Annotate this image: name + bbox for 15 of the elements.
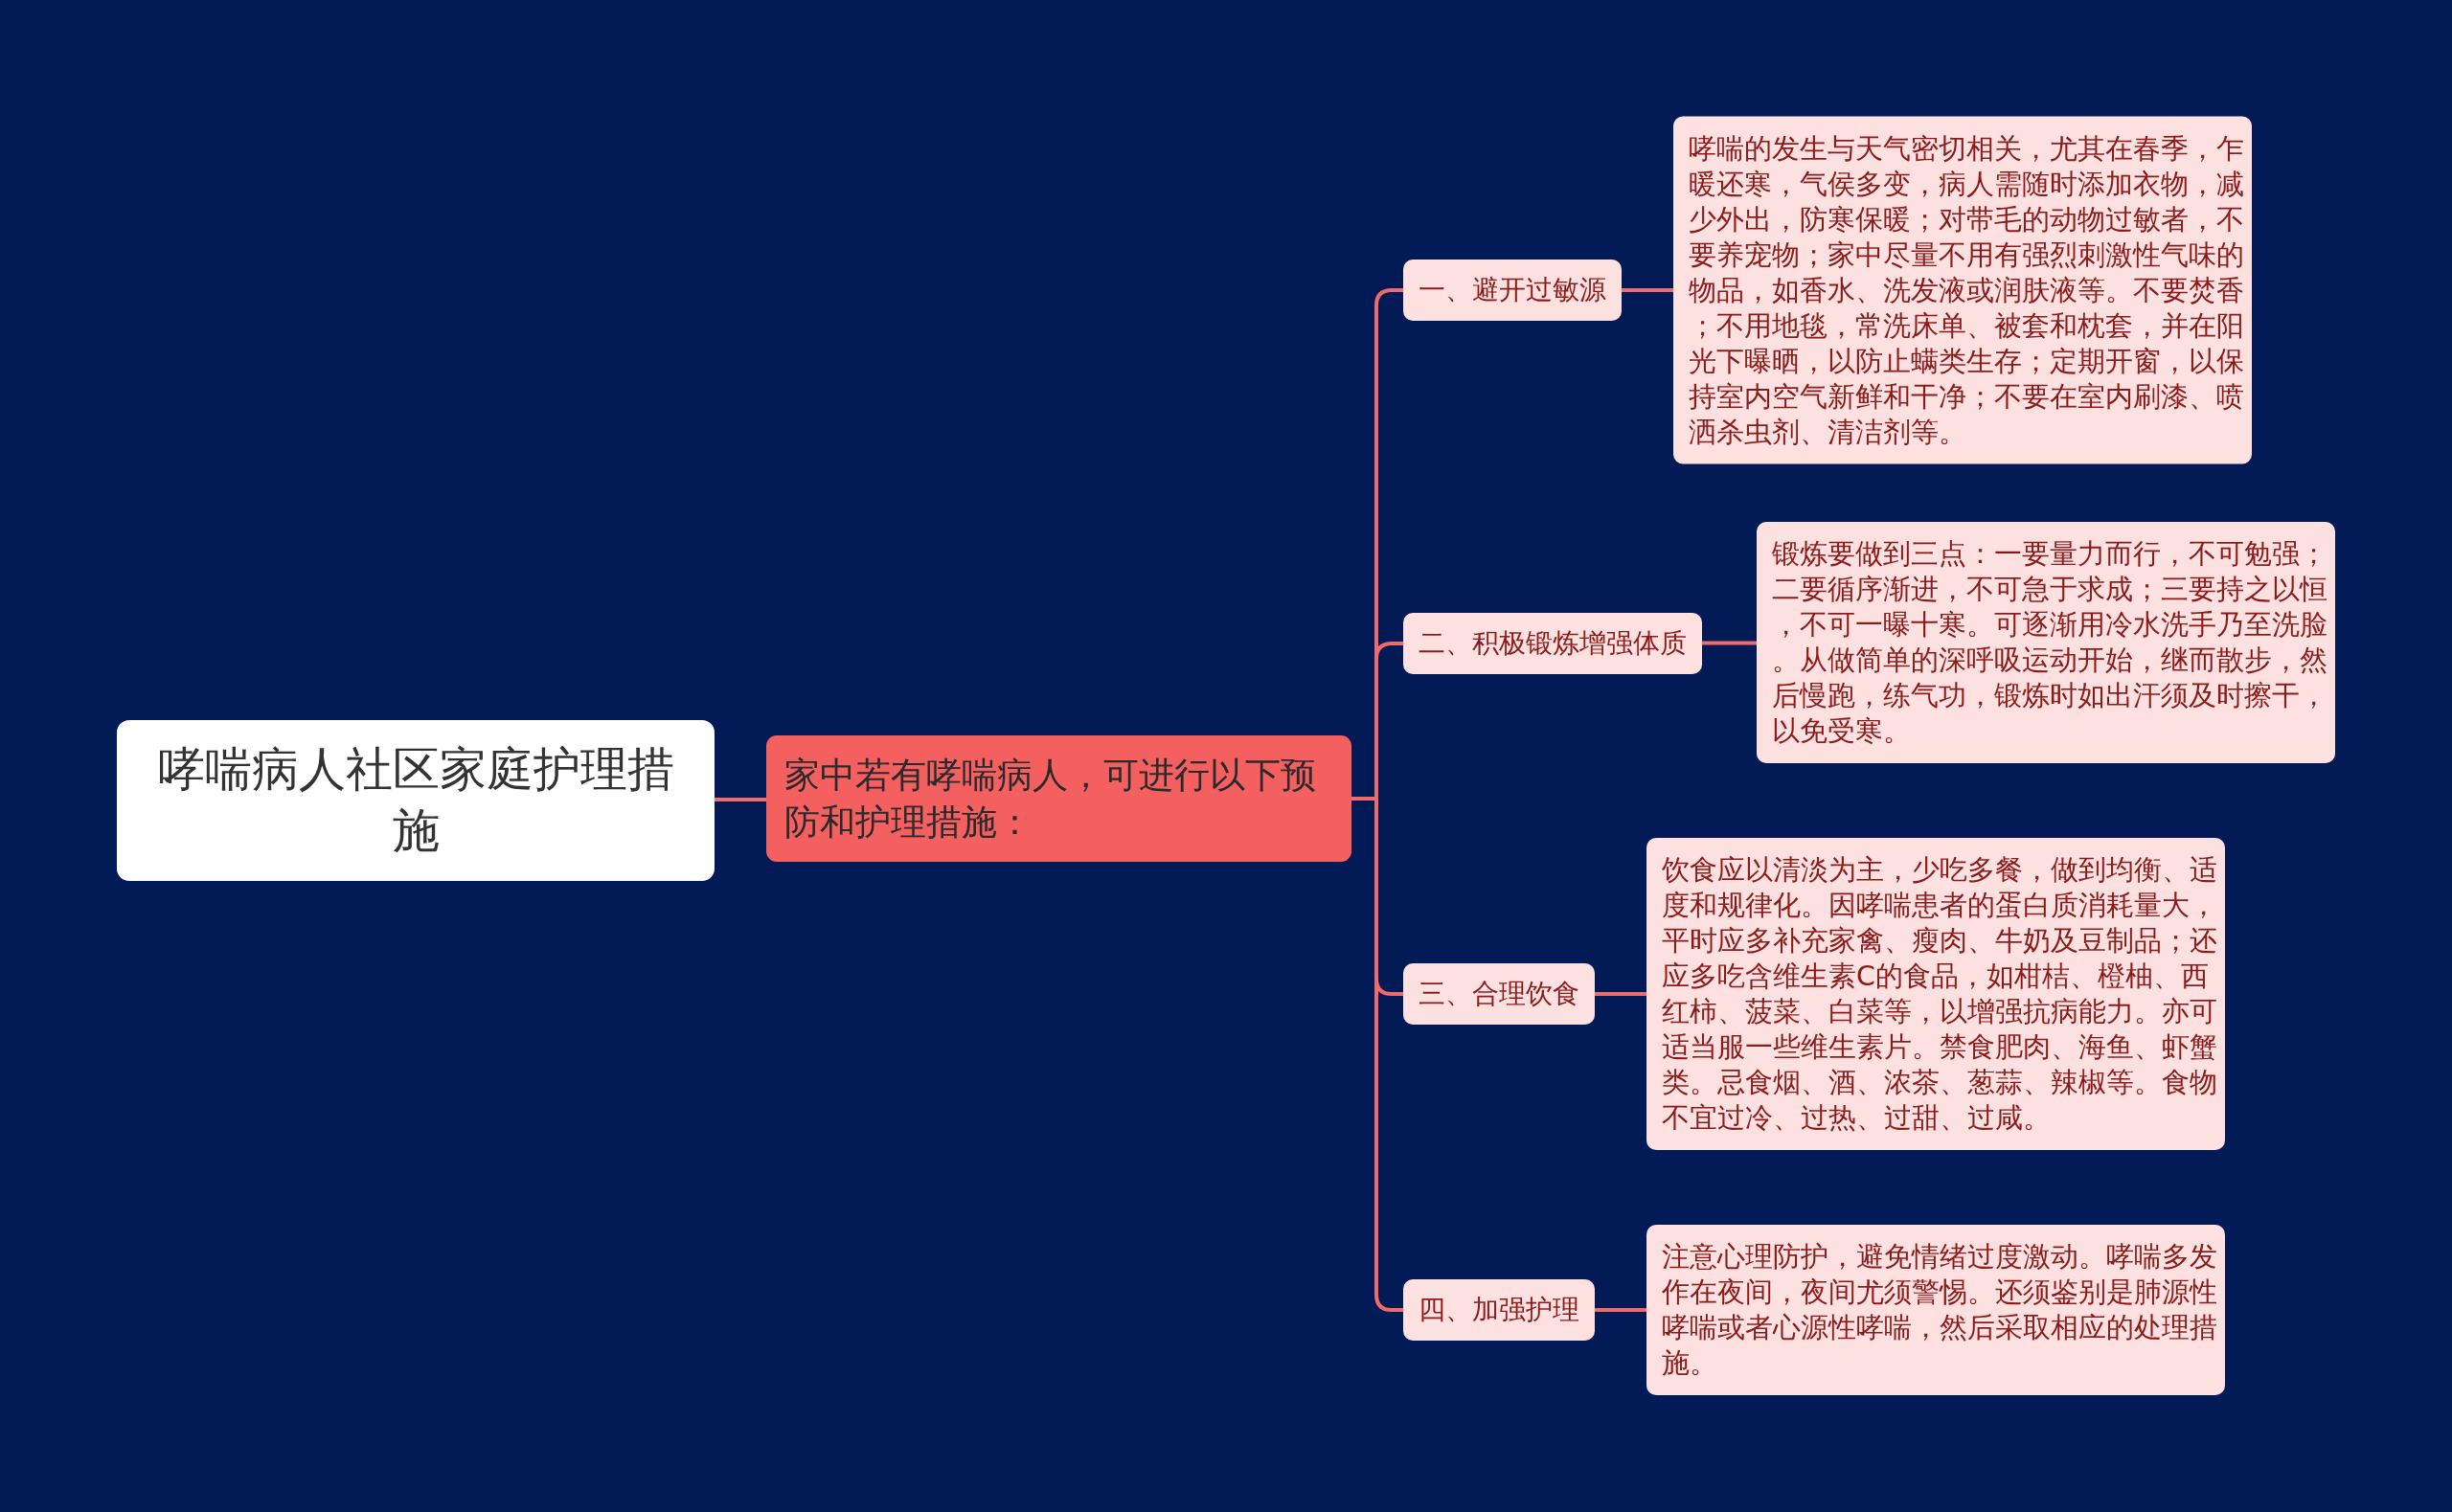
subtopic-box: 家中若有哮喘病人，可进行以下预防和护理措施： xyxy=(766,735,1351,862)
note-box: 哮喘的发生与天气密切相关，尤其在春季，乍暖还寒，气侯多变，病人需随时添加衣物，减少外出，防寒保暖；对带毛的动物过敏者，不要养宠物；家中尽量不用有强烈刺激性气味的物品，如香水、洗发液或润肤液等。不要焚香；不用地毯，常洗床单、被套和枕套，并在阳光下曝晒，以防止螨类生存；定期开窗，以保持室内空气新鲜和干净；不要在室内刷漆、喷洒杀虫剂、清洁剂等。 xyxy=(1673,116,2252,464)
connector-line xyxy=(1702,641,1757,645)
note-box: 注意心理防护，避免情绪过度激动。哮喘多发作在夜间，夜间尤须警惕。还须鉴别是肺源性哮喘或者心源性哮喘，然后采取相应的处理措施。 xyxy=(1646,1225,2225,1395)
topic-box: 哮喘病人社区家庭护理措施 xyxy=(117,720,715,881)
branch-box: 一、避开过敏源 xyxy=(1403,260,1622,321)
note-box: 锻炼要做到三点：一要量力而行，不可勉强；二要循序渐进，不可急于求成；三要持之以恒，不可一曝十寒。可逐渐用冷水洗手乃至洗脸。从做简单的深呼吸运动开始，继而散步，然后慢跑，练气功，锻炼时如出汗须及时擦干，以免受寒。 xyxy=(1757,522,2335,763)
note-box: 饮食应以清淡为主，少吃多餐，做到均衡、适度和规律化。因哮喘患者的蛋白质消耗量大，平时应多补充家禽、瘦肉、牛奶及豆制品；还应多吃含维生素C的食品，如柑桔、橙柚、西红柿、菠菜、白菜等，以增强抗病能力。亦可适当服一些维生素片。禁食肥肉、海鱼、虾蟹类。忌食烟、酒、浓茶、葱蒜、辣椒等。食物不宜过冷、过热、过甜、过咸。 xyxy=(1646,838,2225,1150)
connector-line xyxy=(1622,288,1673,292)
branch-box: 四、加强护理 xyxy=(1403,1279,1595,1341)
connector-line xyxy=(715,798,766,801)
connector-line xyxy=(1595,992,1646,996)
branch-box: 二、积极锻炼增强体质 xyxy=(1403,613,1702,674)
branch-box: 三、合理饮食 xyxy=(1403,963,1595,1025)
connector-line xyxy=(1595,1308,1646,1312)
